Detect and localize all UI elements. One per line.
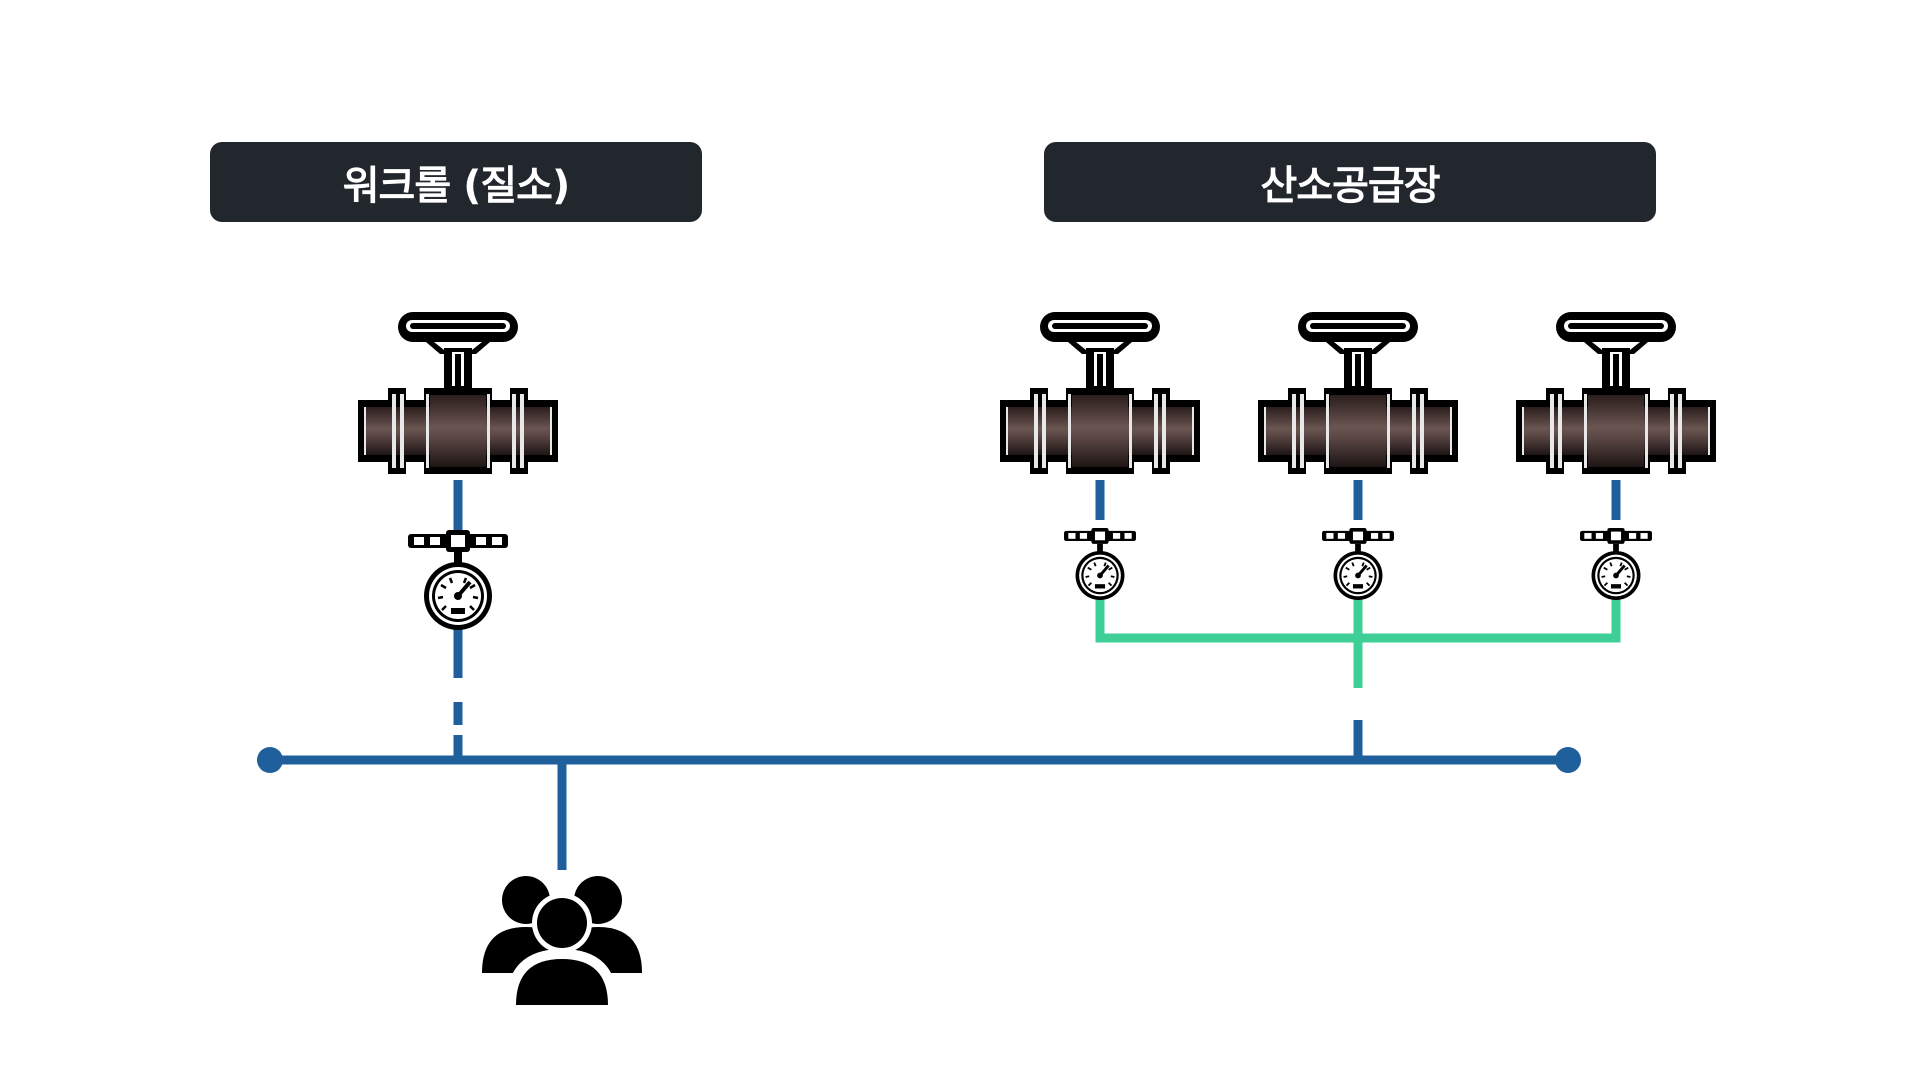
nitrogen-source-label: 워크롤 (질소) bbox=[210, 142, 702, 222]
oxygen-valve-3-icon bbox=[1516, 312, 1716, 474]
main-line-left-end bbox=[257, 747, 283, 773]
main-line-right-end bbox=[1555, 747, 1581, 773]
nitrogen-valve-icon bbox=[358, 312, 558, 474]
oxygen-valve-1-icon bbox=[1000, 312, 1200, 474]
oxygen-gauge-1-icon bbox=[1062, 526, 1138, 602]
nitrogen-source-label-text: 워크롤 (질소) bbox=[342, 163, 570, 209]
user-group-icon bbox=[482, 876, 642, 1009]
oxygen-gauge-2-icon bbox=[1320, 526, 1396, 602]
oxygen-valve-2-icon bbox=[1258, 312, 1458, 474]
oxygen-supply-label-text: 산소공급장 bbox=[1260, 163, 1441, 209]
oxygen-supply-label: 산소공급장 bbox=[1044, 142, 1656, 222]
nitrogen-gauge-icon bbox=[406, 528, 510, 632]
oxygen-gauge-3-icon bbox=[1578, 526, 1654, 602]
